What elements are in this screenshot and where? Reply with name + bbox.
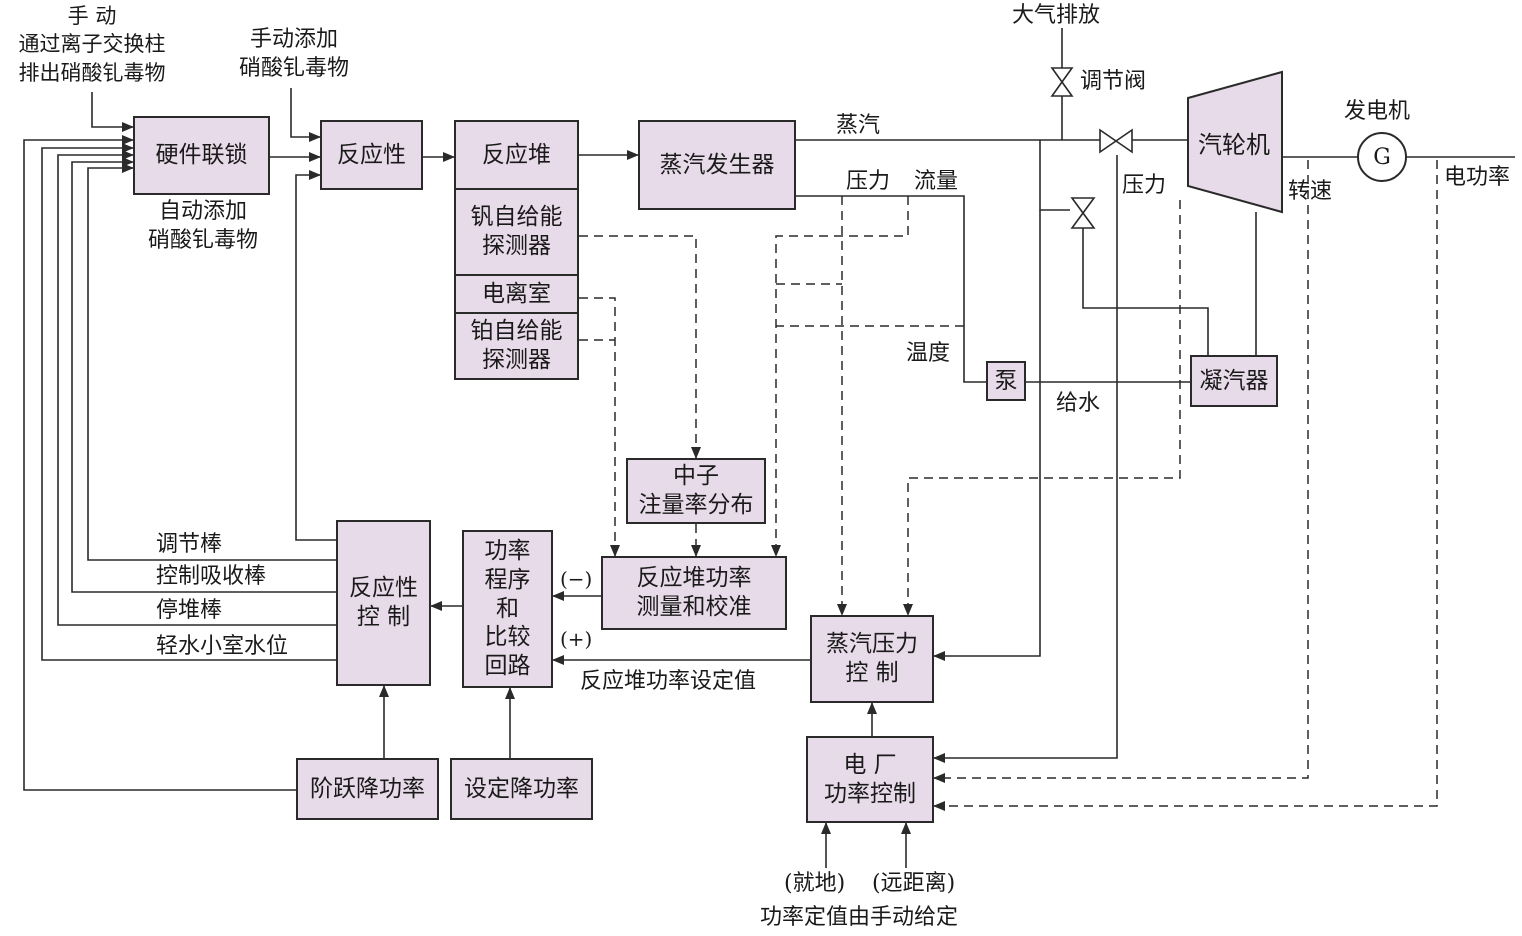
power-setpoint-label: 反应堆功率设定值 bbox=[580, 669, 757, 694]
line-flow-temperature bbox=[796, 195, 986, 383]
platinum-detector-box: 铂自给能 探测器 bbox=[454, 312, 579, 380]
electric-power-label: 电功率 bbox=[1444, 165, 1511, 190]
pressure-label-2: 压力 bbox=[1122, 173, 1167, 198]
control-absorber-rod-label: 控制吸收棒 bbox=[156, 564, 267, 589]
reactivity-control-box: 反应性 控 制 bbox=[336, 520, 431, 686]
turbine-control-valve-icon bbox=[1099, 128, 1133, 154]
dash-vanadium-neutron bbox=[579, 235, 701, 459]
vent-valve-icon bbox=[1050, 67, 1074, 97]
power-compare-box: 功率 程序 和 比较 回路 bbox=[462, 530, 553, 688]
local-label: (就地) bbox=[784, 871, 846, 896]
atmosphere-vent-label: 大气排放 bbox=[1012, 3, 1101, 28]
plus-sign-label: (+) bbox=[560, 627, 593, 651]
line-control-absorber-rod bbox=[71, 157, 336, 593]
steam-pressure-control-box: 蒸汽压力 控 制 bbox=[810, 615, 934, 703]
line-step-reduction-interlock bbox=[23, 135, 296, 791]
reactor-box: 反应堆 bbox=[454, 120, 579, 190]
steam-label: 蒸汽 bbox=[836, 113, 881, 138]
line-reactivity-control-reactivity bbox=[295, 170, 336, 541]
line-light-water-level bbox=[41, 143, 336, 661]
pump-box: 泵 bbox=[986, 361, 1026, 401]
manual-ion-exchange-label: 手 动 通过离子交换柱 排出硝酸钆毒物 bbox=[18, 4, 166, 85]
power-measure-box: 反应堆功率 测量和校准 bbox=[601, 556, 787, 630]
flow-label: 流量 bbox=[914, 169, 959, 194]
line-manual-add bbox=[290, 88, 321, 142]
vanadium-detector-box: 钒自给能 探测器 bbox=[454, 188, 579, 276]
ion-chamber-box: 电离室 bbox=[454, 274, 579, 314]
pressure-label-1: 压力 bbox=[846, 169, 891, 194]
generator-symbol: G bbox=[1373, 145, 1391, 170]
condenser-box: 凝汽器 bbox=[1190, 355, 1278, 407]
reactivity-box: 反应性 bbox=[320, 120, 423, 190]
light-water-level-label: 轻水小室水位 bbox=[156, 634, 289, 659]
turbine-shape bbox=[1187, 70, 1283, 214]
temperature-label: 温度 bbox=[906, 341, 951, 366]
line-turbine-pressure-plant bbox=[933, 155, 1118, 763]
neutron-flux-box: 中子 注量率分布 bbox=[626, 458, 766, 524]
generator-icon bbox=[1357, 132, 1407, 182]
step-reduction-box: 阶跃降功率 bbox=[296, 758, 439, 820]
dash-turbine-pressure bbox=[903, 200, 1181, 616]
set-reduction-box: 设定降功率 bbox=[450, 758, 593, 820]
control-valve-label: 调节阀 bbox=[1080, 69, 1147, 94]
line-adjust-rod bbox=[87, 163, 336, 561]
minus-sign-label: (−) bbox=[560, 567, 593, 591]
line-manual-ion-exchange bbox=[91, 92, 134, 132]
steam-generator-box: 蒸汽发生器 bbox=[638, 120, 796, 210]
bypass-valve-icon bbox=[1070, 197, 1096, 229]
speed-label: 转速 bbox=[1288, 179, 1333, 204]
plant-power-control-box: 电 厂 功率控制 bbox=[806, 736, 934, 823]
feedwater-label: 给水 bbox=[1056, 391, 1101, 416]
line-shutdown-rod bbox=[57, 150, 336, 626]
shutdown-rod-label: 停堆棒 bbox=[156, 598, 223, 623]
adjust-rod-label: 调节棒 bbox=[156, 532, 223, 557]
remote-label: (远距离) bbox=[872, 871, 956, 896]
manual-add-label: 手动添加 硝酸钆毒物 bbox=[238, 27, 349, 81]
line-bypass-condenser bbox=[1082, 228, 1209, 355]
dash-speed bbox=[933, 160, 1309, 783]
manual-setpoint-label: 功率定值由手动给定 bbox=[760, 905, 959, 930]
generator-label: 发电机 bbox=[1344, 99, 1411, 124]
dash-electric-power bbox=[933, 160, 1438, 811]
dash-pressure-flow bbox=[771, 196, 909, 557]
line-bypass-pressure-control bbox=[933, 210, 1041, 661]
line-bypass bbox=[1039, 140, 1070, 211]
dash-ion-chamber bbox=[579, 297, 620, 557]
auto-add-label: 自动添加 硝酸钆毒物 bbox=[147, 199, 258, 253]
turbine-label: 汽轮机 bbox=[1198, 131, 1270, 159]
hardware-interlock-box: 硬件联锁 bbox=[133, 116, 270, 195]
